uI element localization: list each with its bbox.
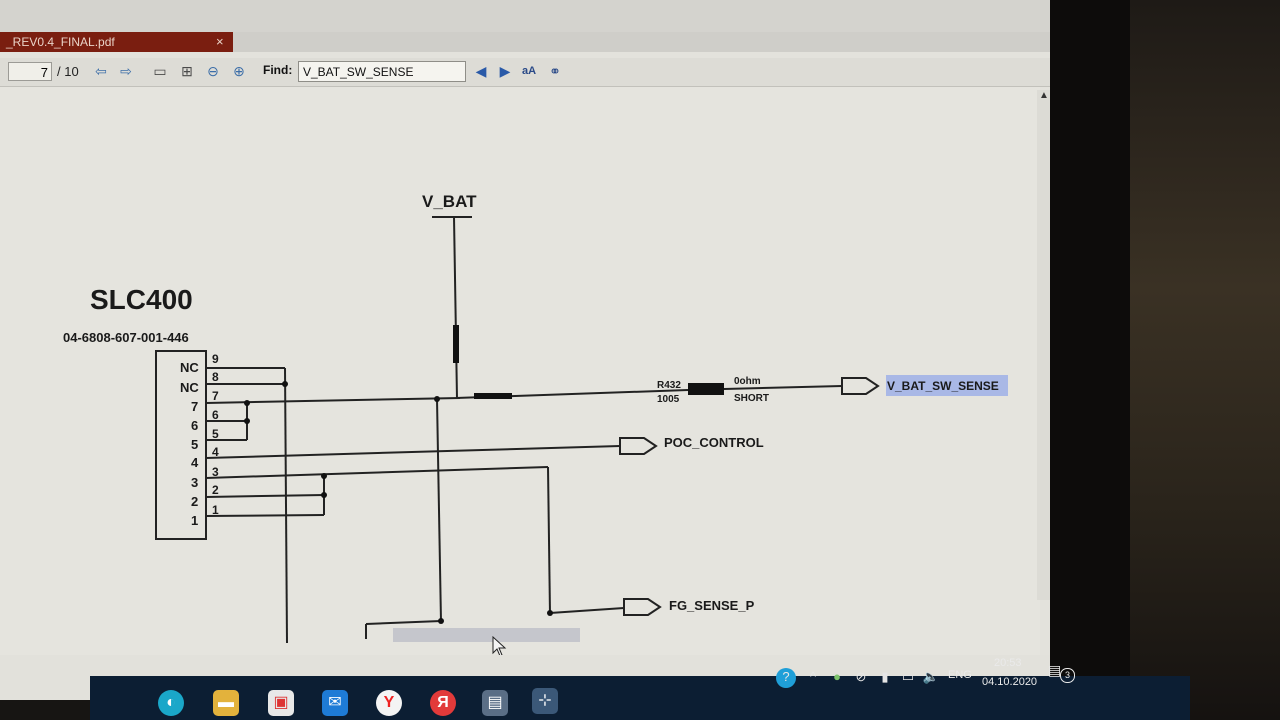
wire <box>284 367 288 644</box>
green-tray-icon[interactable]: ● <box>833 669 841 684</box>
signal-wire <box>723 385 843 390</box>
pin-line <box>205 494 325 498</box>
connector-right-pin: 2 <box>212 483 219 497</box>
connector-right-pin: 8 <box>212 370 219 384</box>
connector-left-pin: NC <box>180 360 199 375</box>
connector-left-pin: 1 <box>191 513 198 528</box>
usb-device-icon[interactable]: ▮ <box>881 669 889 684</box>
connector-right-pin: 3 <box>212 465 219 479</box>
yandex-browser-icon[interactable]: Y <box>376 690 402 716</box>
viewer-toolbar <box>0 58 1055 87</box>
document-page[interactable] <box>0 87 1040 657</box>
resistor-size: 1005 <box>657 394 680 405</box>
clock-date[interactable]: 04.10.2020 <box>982 676 1038 688</box>
find-next-icon[interactable]: ▶ <box>499 63 511 79</box>
window-titlebar <box>0 0 1055 33</box>
connector-left-pin: 7 <box>191 399 198 414</box>
pin-line <box>205 445 621 459</box>
tab-strip <box>0 32 1055 52</box>
wire <box>547 466 551 615</box>
connector-left-pin: 4 <box>191 455 199 470</box>
port-label-v-bat-sw-sense: V_BAT_SW_SENSE <box>887 379 999 393</box>
bead-segment <box>474 393 512 399</box>
page-total: / 10 <box>57 64 79 79</box>
pin-line <box>205 466 549 479</box>
connector-left-pin: 3 <box>191 475 198 490</box>
file-explorer-icon[interactable]: ▬ <box>213 690 239 716</box>
monitor-bezel <box>1050 0 1140 720</box>
next-page-icon[interactable]: ⇨ <box>120 63 132 79</box>
find-binoculars-icon[interactable]: ⚭ <box>549 63 561 79</box>
connector-left-pin: 5 <box>191 437 198 452</box>
power-net-label: V_BAT <box>422 192 477 211</box>
port-label-poc-control: POC_CONTROL <box>664 435 764 450</box>
pin-line <box>205 514 325 517</box>
network-off-icon[interactable]: ⊘ <box>855 669 867 684</box>
mail-icon[interactable]: ✉ <box>322 690 348 716</box>
yandex-icon[interactable]: Я <box>430 690 456 716</box>
close-icon[interactable]: × <box>216 34 224 49</box>
active-app-icon[interactable]: ⊹ <box>532 688 558 714</box>
search-highlight <box>886 375 1008 396</box>
connector-right-pin: 4 <box>212 445 219 459</box>
help-icon[interactable]: ? <box>776 668 796 688</box>
connector-right-pin: 1 <box>212 503 219 517</box>
show-hidden-icons-icon[interactable]: ^ <box>809 669 817 684</box>
port-label-fg-sense-p: FG_SENSE_P <box>669 598 755 613</box>
scroll-up-icon[interactable]: ▲ <box>1039 90 1049 101</box>
connector-body <box>155 350 207 540</box>
connector-left-pin: 2 <box>191 494 198 509</box>
windows-search-icon[interactable]: ◐ <box>158 690 184 716</box>
connector-right-pin: 6 <box>212 408 219 422</box>
port-flag-poc-control <box>619 437 658 455</box>
notification-icon[interactable]: ▤ <box>1048 662 1062 678</box>
match-case-icon[interactable]: aA <box>521 65 537 77</box>
notification-count: 3 <box>1060 668 1075 683</box>
battery-icon[interactable]: ▭ <box>901 669 915 684</box>
zoom-out-icon[interactable]: ⊖ <box>207 63 219 79</box>
document-tab-title: _REV0.4_FINAL.pdf <box>6 35 115 49</box>
connector-right-pin: 7 <box>212 389 219 403</box>
power-wire <box>453 216 458 400</box>
zoom-in-icon[interactable]: ⊕ <box>233 63 245 79</box>
volume-icon[interactable]: 🔈 <box>922 669 940 684</box>
find-input[interactable] <box>298 61 466 82</box>
fit-page-icon[interactable]: ⊞ <box>181 63 193 79</box>
clock-time[interactable]: 20:53 <box>994 657 1022 669</box>
app-icon[interactable]: ▤ <box>482 690 508 716</box>
horizontal-scroll-thumb[interactable] <box>393 628 580 642</box>
room-background <box>1130 0 1280 720</box>
connector-left-pin: 6 <box>191 418 198 433</box>
resistor-value: 0ohm <box>734 376 761 387</box>
wire <box>549 607 625 614</box>
connector-left-pin: NC <box>180 380 199 395</box>
bead-segment <box>453 325 459 363</box>
connector-part-number: 04-6808-607-001-446 <box>63 330 189 345</box>
store-icon[interactable]: ▣ <box>268 690 294 716</box>
document-tab[interactable]: _REV0.4_FINAL.pdf × <box>0 32 233 52</box>
find-label: Find: <box>263 63 293 77</box>
connector-right-pin: 5 <box>212 427 219 441</box>
connector-name: SLC400 <box>90 284 193 315</box>
find-previous-icon[interactable]: ◀ <box>475 63 487 79</box>
connector-right-pin: 9 <box>212 352 219 366</box>
wire <box>436 398 442 623</box>
resistor-r432 <box>688 383 724 395</box>
wire <box>365 620 442 625</box>
prev-page-icon[interactable]: ⇦ <box>95 63 107 79</box>
language-indicator[interactable]: ENG <box>948 669 972 681</box>
port-flag-v-bat-sw-sense <box>841 377 880 395</box>
schematic-drawing: SLC400 04-6808-607-001-446 V_BAT NC NC 7… <box>63 192 1008 644</box>
resistor-note: SHORT <box>734 393 769 404</box>
resistor-ref: R432 <box>657 380 681 391</box>
monitor-screen: _REV0.4_FINAL.pdf × 7 / 10 ⇦ ⇨ ▭ ⊞ ⊖ ⊕ F… <box>0 0 1055 700</box>
vertical-scrollbar[interactable] <box>1037 90 1053 600</box>
save-icon[interactable]: ▭ <box>153 63 167 79</box>
page-number-input[interactable]: 7 <box>8 62 52 81</box>
port-flag-fg-sense-p <box>623 598 662 616</box>
